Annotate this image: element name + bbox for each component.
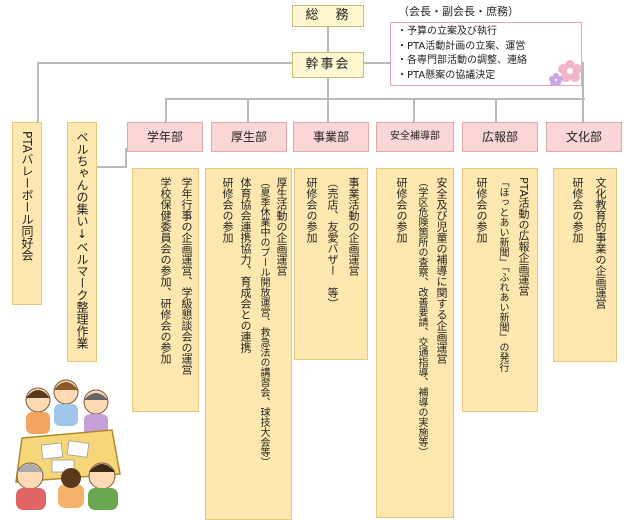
bell-column: ベルちゃんの集い↓ベルマーク整理作業 <box>67 122 97 362</box>
kousei-line: 研修会の参加 <box>221 177 234 243</box>
dept-jigyou: 事業部 <box>293 122 369 152</box>
kanjikai-duties-note: ・予算の立案及び執行 ・PTA活動計画の立案、運営 ・各専門部活動の調整、連絡 … <box>390 22 582 86</box>
kanjikai-label: 幹事会 <box>305 57 351 72</box>
kouhou-line: PTA活動の広報企画運営 <box>517 177 530 297</box>
gakunen-line: 学年行事の企画運営、学級懇談会の運営 <box>180 177 193 375</box>
soumu-label: 総 務 <box>305 8 351 23</box>
note-item: ・予算の立案及び執行 <box>397 26 497 37</box>
anzen-column: 安全及び児童の補導に関する企画運営 （学区危険箇所の査察、改善要請、交通指導、補… <box>376 168 454 518</box>
kousei-column: 厚生活動の企画運営 （夏季休業中のプール開放運営、救急法の講習会、球技大会等） … <box>205 168 292 520</box>
note-item: ・各専門部活動の調整、連絡 <box>397 55 527 66</box>
connector-kanjikai-down <box>327 78 329 99</box>
anzen-line: （学区危険箇所の査察、改善要請、交通指導、補導の実施等） <box>416 177 427 457</box>
connector-soumu-kanjikai <box>327 27 329 52</box>
jigyou-line: （売店、友愛バザー 等） <box>326 177 339 309</box>
bunka-line: 研修会の参加 <box>571 177 584 243</box>
gakunen-column: 学年行事の企画運営、学級懇談会の運営 学校保健委員会の参加、研修会の参加 <box>132 168 199 412</box>
dept-bunka: 文化部 <box>546 122 622 152</box>
kousei-line: 厚生活動の企画運営 <box>275 177 288 276</box>
jigyou-line: 事業活動の企画運営 <box>347 177 360 276</box>
jigyou-column: 事業活動の企画運営 （売店、友愛バザー 等） 研修会の参加 <box>294 168 368 360</box>
gakunen-line: 学校保健委員会の参加、研修会の参加 <box>159 177 172 364</box>
connector-jigyou <box>327 98 329 122</box>
connector-bunka-down <box>582 98 584 122</box>
kouhou-column: PTA活動の広報企画運営 「ほっとあい新聞」「ふれあい新聞」の発行 研修会の参加 <box>462 168 538 412</box>
connector-kousei <box>247 98 249 122</box>
roles-label: （会長・副会長・庶務） <box>398 5 519 18</box>
volleyball-column: PTAバレーボール同好会 <box>12 122 42 305</box>
soumu-box: 総 務 <box>292 5 364 27</box>
connector-kouhou <box>495 98 497 122</box>
volleyball-label: PTAバレーボール同好会 <box>20 131 34 261</box>
connector-right-branch-down <box>582 62 584 122</box>
note-item: ・PTA活動計画の立案、運営 <box>397 40 526 52</box>
connector-gakunen <box>165 98 167 122</box>
kanjikai-box: 幹事会 <box>292 52 364 78</box>
anzen-line: 研修会の参加 <box>395 177 408 243</box>
jigyou-line: 研修会の参加 <box>305 177 318 243</box>
connector-bus <box>165 98 585 100</box>
dept-label: 広報部 <box>481 130 518 144</box>
dept-kouhou: 広報部 <box>462 122 538 152</box>
dept-label: 事業部 <box>312 130 349 144</box>
dept-label: 文化部 <box>565 130 602 144</box>
connector-anzen <box>413 98 415 122</box>
flower-icon <box>549 60 582 86</box>
connector-bell-up <box>125 148 127 168</box>
kouhou-line: 研修会の参加 <box>475 177 488 243</box>
anzen-line: 安全及び児童の補導に関する企画運営 <box>435 177 448 364</box>
connector-left-branch <box>37 62 293 64</box>
connector-left-branch-down <box>37 62 39 122</box>
dept-gakunen: 学年部 <box>127 122 203 152</box>
connector-bell <box>97 166 127 168</box>
bunka-line: 文化教育的事業の企画運営 <box>594 177 607 309</box>
dept-kousei: 厚生部 <box>211 122 287 152</box>
dept-label: 学年部 <box>146 130 183 144</box>
kousei-line: （夏季休業中のプール開放運営、救急法の講習会、球技大会等） <box>258 177 269 467</box>
meeting-illustration <box>15 379 121 510</box>
bunka-column: 文化教育的事業の企画運営 研修会の参加 <box>553 168 617 362</box>
dept-label: 厚生部 <box>230 130 267 144</box>
kouhou-line: 「ほっとあい新聞」「ふれあい新聞」の発行 <box>497 177 508 372</box>
note-item: ・PTA懸案の協議決定 <box>397 69 496 81</box>
kousei-line: 体育協会連携協力、育成会との連携 <box>239 177 252 353</box>
bell-label: ベルちゃんの集い↓ベルマーク整理作業 <box>75 131 89 349</box>
dept-anzen: 安全補導部 <box>376 122 454 152</box>
dept-label: 安全補導部 <box>390 131 440 142</box>
